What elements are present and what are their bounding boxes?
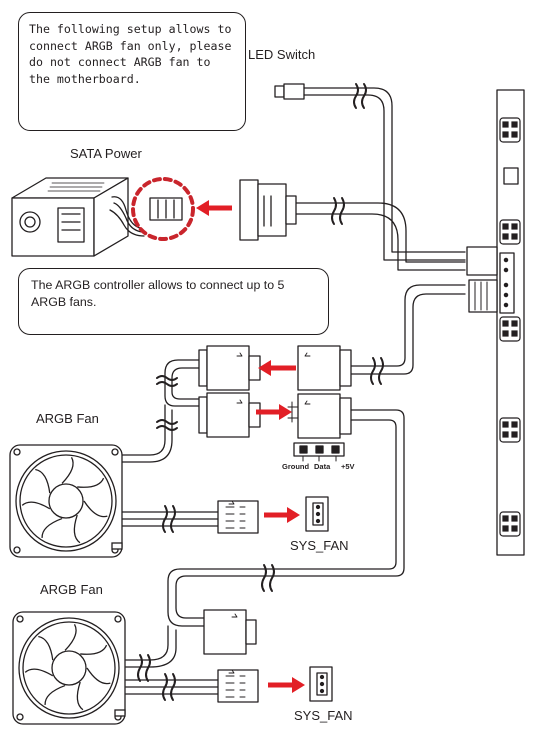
sys-fan-header-1 — [305, 496, 329, 532]
controller-limit-note: The ARGB controller allows to connect up… — [18, 268, 329, 335]
female-connector-lower — [198, 392, 261, 438]
sys-fan-label-2: SYS_FAN — [294, 708, 353, 723]
controller-output-cable — [350, 284, 466, 385]
pin-5v-label: +5V — [341, 462, 355, 471]
psu-icon — [11, 177, 145, 257]
controller-port-5 — [499, 511, 521, 537]
controller-port-2 — [499, 219, 521, 245]
controller-port-3 — [499, 316, 521, 342]
arrow-to-male-connector — [256, 404, 292, 420]
daisy-chain-cable — [125, 409, 405, 682]
split-cable — [117, 359, 200, 463]
sata-power-label: SATA Power — [70, 146, 142, 161]
arrow-to-sys-fan-2 — [268, 677, 305, 693]
arrow-to-sys-fan-1 — [264, 507, 300, 523]
led-switch-label: LED Switch — [248, 47, 316, 62]
fan-only-note: The following setup allows to connect AR… — [18, 12, 246, 131]
argb-fan-1-icon — [9, 444, 123, 558]
arrow-to-molex — [196, 200, 232, 216]
pin-data-label: Data — [314, 462, 331, 471]
female-connector-upper — [198, 345, 261, 391]
argb-fan-label-2: ARGB Fan — [40, 582, 103, 597]
pin-ground-label: Ground — [282, 462, 310, 471]
sys-fan-label-1: SYS_FAN — [290, 538, 349, 553]
sata-cable — [295, 197, 466, 271]
fan2-pwm-cable — [125, 669, 259, 703]
controller-port-4 — [499, 417, 521, 443]
male-connector-upper — [297, 345, 352, 391]
sata-connector — [239, 179, 297, 241]
fan2-argb-connector — [203, 609, 257, 655]
fan1-pwm-cable — [119, 500, 259, 534]
sys-fan-header-2 — [309, 666, 333, 702]
molex-connector — [131, 177, 195, 241]
argb-fan-2-icon — [12, 611, 126, 725]
male-connector-lower — [287, 393, 352, 439]
controller-port-1 — [499, 117, 521, 143]
arrow-to-female-connector — [258, 360, 296, 376]
led-switch-cable — [274, 83, 466, 261]
argb-fan-label-1: ARGB Fan — [36, 411, 99, 426]
pinout-header — [293, 442, 345, 462]
